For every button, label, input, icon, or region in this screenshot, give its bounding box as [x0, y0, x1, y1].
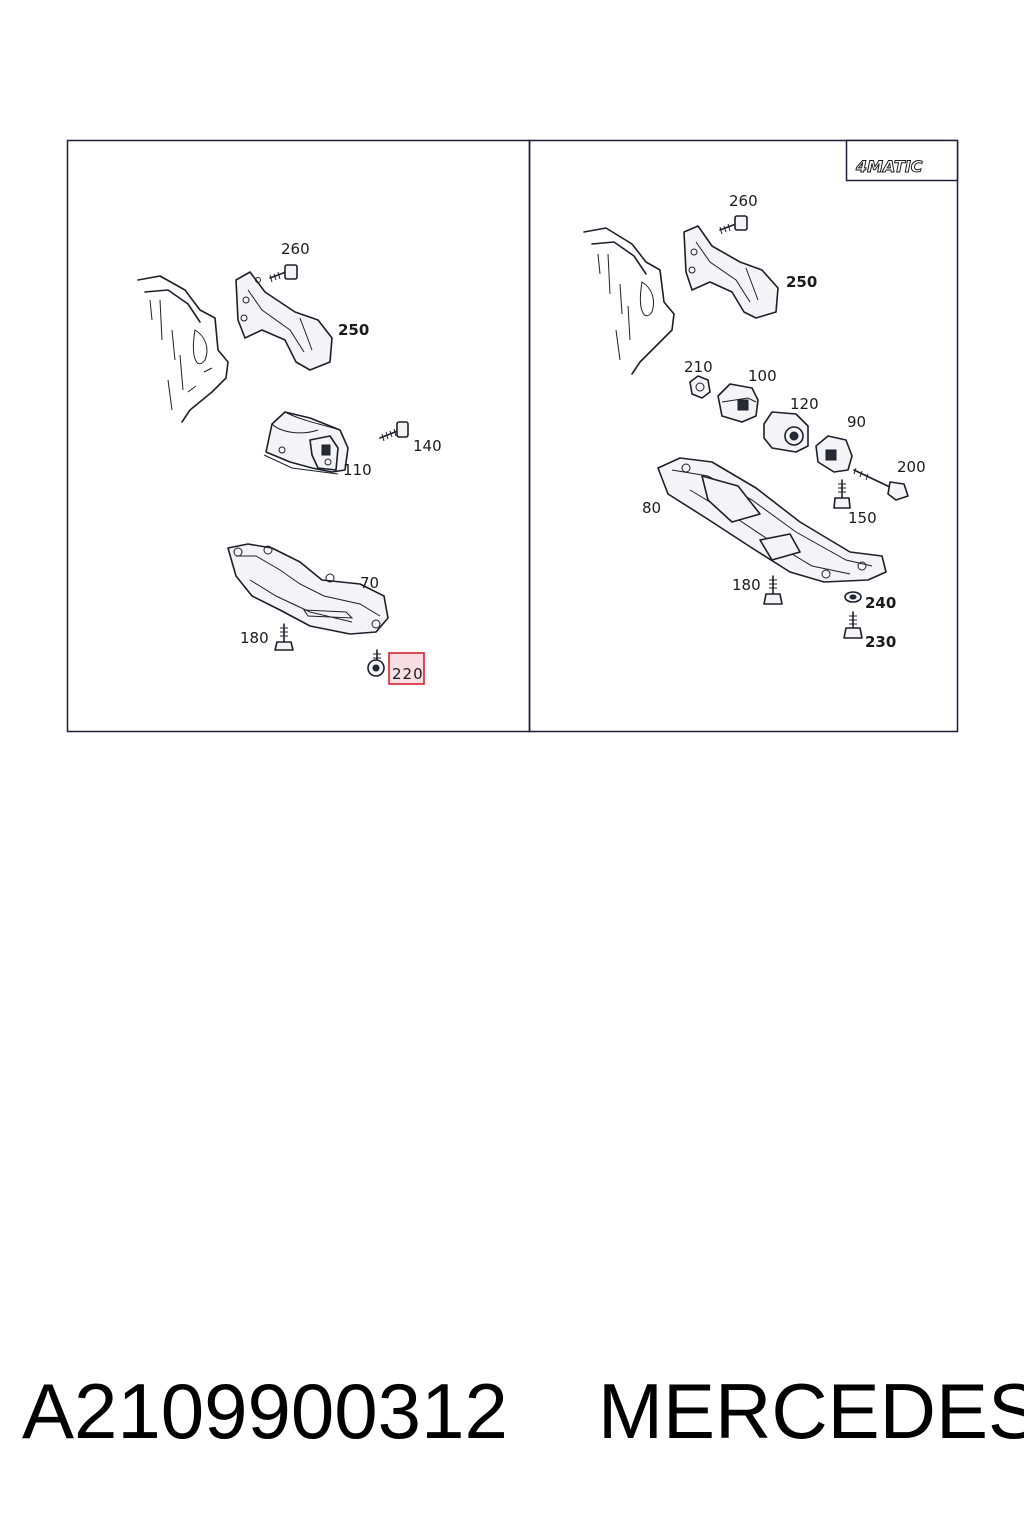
highlight-220[interactable]: 220 — [388, 652, 425, 685]
label-120-right: 120 — [790, 395, 819, 413]
label-240-right: 240 — [865, 594, 896, 612]
4matic-badge: 4MATIC — [845, 139, 959, 182]
transmission-housing-left — [137, 275, 229, 423]
bolt-230-right — [843, 611, 863, 639]
label-110-left: 110 — [343, 461, 372, 479]
crossmember-80-right — [657, 457, 887, 583]
label-100-right: 100 — [748, 367, 777, 385]
parts-diagram: 4MATIC — [66, 139, 959, 733]
mount-120-right — [763, 411, 809, 453]
bolt-180-right — [763, 575, 783, 605]
label-220-left: 220 — [392, 665, 424, 683]
label-230-right: 230 — [865, 633, 896, 651]
label-180-left: 180 — [240, 629, 269, 647]
bolt-260-left — [269, 264, 298, 283]
nut-210-right — [689, 375, 711, 399]
bolt-200-right — [853, 467, 909, 501]
part-number: A2109900312 — [22, 1367, 508, 1455]
4matic-badge-label: 4MATIC — [855, 157, 923, 176]
washer-240-right — [844, 591, 862, 603]
label-150-right: 150 — [848, 509, 877, 527]
label-80-right: 80 — [642, 499, 661, 517]
label-140-left: 140 — [413, 437, 442, 455]
label-250-left: 250 — [338, 321, 369, 339]
label-180-right: 180 — [732, 576, 761, 594]
brand-name: MERCEDES — [598, 1367, 1024, 1455]
mount-90-right — [815, 435, 853, 473]
label-210-right: 210 — [684, 358, 713, 376]
bolt-140-left — [379, 421, 409, 442]
bracket-250-right — [683, 225, 779, 319]
right-panel-frame — [528, 139, 959, 733]
bolt-180-left — [274, 623, 294, 651]
label-200-right: 200 — [897, 458, 926, 476]
bolt-260-right — [719, 215, 748, 235]
label-260-left: 260 — [281, 240, 310, 258]
mount-110-left — [263, 411, 349, 475]
label-70-left: 70 — [360, 574, 379, 592]
transmission-housing-right — [583, 227, 675, 375]
bolt-150-right — [833, 479, 851, 509]
label-250-right: 250 — [786, 273, 817, 291]
mount-100-right — [717, 383, 759, 423]
bracket-250-left — [235, 271, 333, 371]
label-90-right: 90 — [847, 413, 866, 431]
crossmember-70-left — [227, 543, 389, 635]
bolt-220-left — [367, 649, 385, 677]
label-260-right: 260 — [729, 192, 758, 210]
